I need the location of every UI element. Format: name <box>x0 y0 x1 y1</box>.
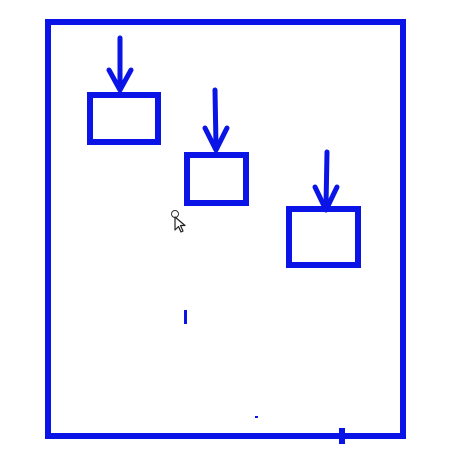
outer-frame-rectangle[interactable] <box>45 19 406 439</box>
down-arrow-head-1 <box>106 67 134 93</box>
box-rectangle-2[interactable] <box>184 152 249 206</box>
down-arrow-shaft-2 <box>212 87 219 149</box>
box-with-arrow-1[interactable] <box>87 35 161 145</box>
mouse-pointer-icon <box>171 210 186 233</box>
box-rectangle-3[interactable] <box>286 206 361 268</box>
down-arrow-shaft-3 <box>323 149 330 209</box>
box-with-arrow-2[interactable] <box>184 87 249 206</box>
box-with-arrow-3[interactable] <box>286 149 361 268</box>
box-rectangle-1[interactable] <box>87 92 161 145</box>
stray-mark-vertical <box>184 310 187 324</box>
stray-mark-bottom-tick <box>339 428 345 444</box>
down-arrow-head-2 <box>202 125 230 153</box>
stray-mark-dot <box>255 416 258 418</box>
